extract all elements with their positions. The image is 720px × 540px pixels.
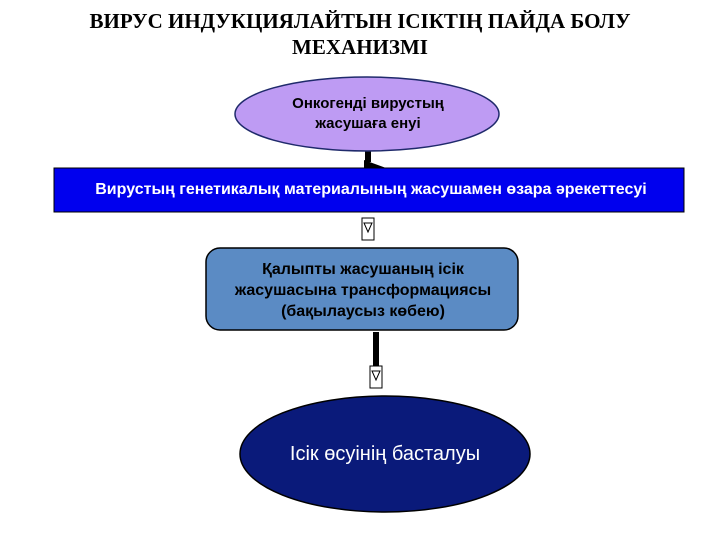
arrow-interaction-to-transformation xyxy=(361,217,375,241)
page-title: ВИРУС ИНДУКЦИЯЛАЙТЫН ІСІКТІҢ ПАЙДА БОЛУ … xyxy=(89,9,631,59)
oncogene-label: Онкогенді вирустың жасушаға енуі xyxy=(292,95,444,132)
arrow-transformation-to-growth xyxy=(369,332,383,389)
growth-label: Ісік өсуінің басталуы xyxy=(289,442,481,465)
oncogene-ellipse xyxy=(234,76,500,152)
arrow-oncogene-to-interaction xyxy=(364,148,386,168)
interaction-box xyxy=(53,167,685,213)
transformation-box xyxy=(205,247,519,331)
transformation-label: Қалыпты жасушаның ісік жасушасына трансф… xyxy=(234,260,492,320)
growth-ellipse xyxy=(239,395,531,513)
interaction-label: Вирустың генетикалық материалының жасуша… xyxy=(95,181,647,198)
